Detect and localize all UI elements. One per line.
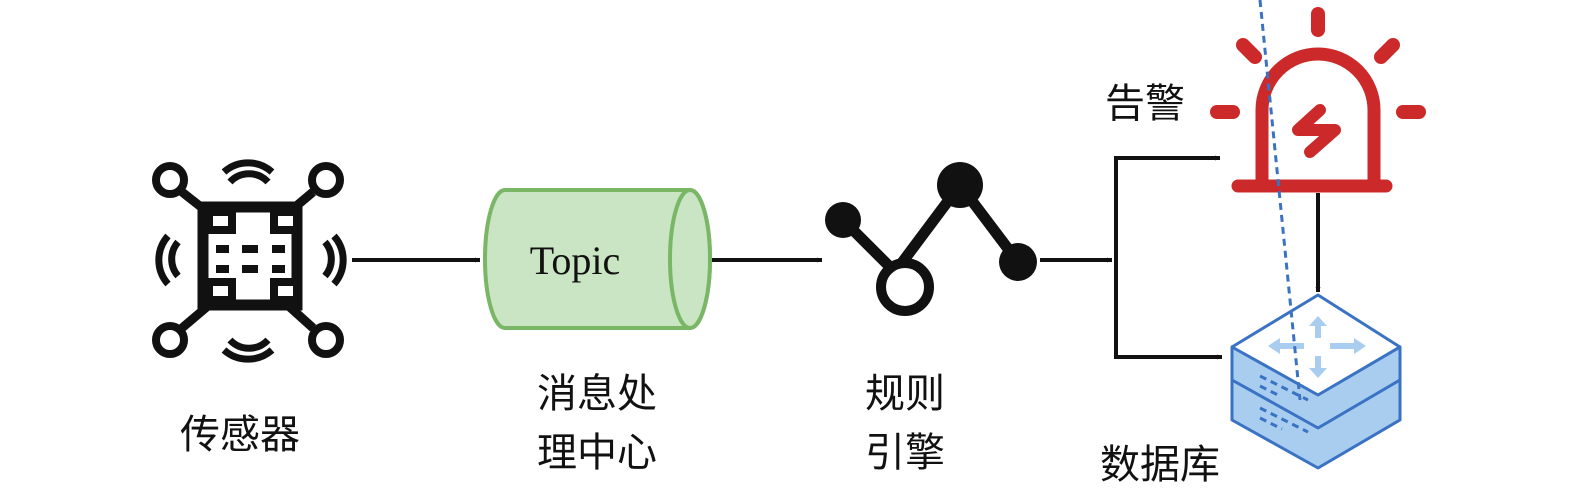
- message-center-label-2: 理中心: [537, 430, 657, 476]
- message-center-cylinder: [483, 188, 712, 330]
- rule-graph-icon: [825, 162, 1037, 316]
- rule-engine-label-2: 引擎: [865, 430, 945, 476]
- database-icon: [1230, 0, 1402, 470]
- sensor-label: 传感器: [180, 412, 300, 458]
- alarm-label: 告警: [1105, 81, 1185, 127]
- message-center-label-1: 消息处: [537, 371, 657, 417]
- sensor-icon: [152, 159, 347, 363]
- topic-text: Topic: [530, 238, 621, 283]
- rule-engine-label-1: 规则: [865, 371, 945, 417]
- edge-rule-to-outputs: [1040, 155, 1222, 360]
- siren-icon: [1210, 7, 1426, 193]
- database-label: 数据库: [1100, 442, 1220, 488]
